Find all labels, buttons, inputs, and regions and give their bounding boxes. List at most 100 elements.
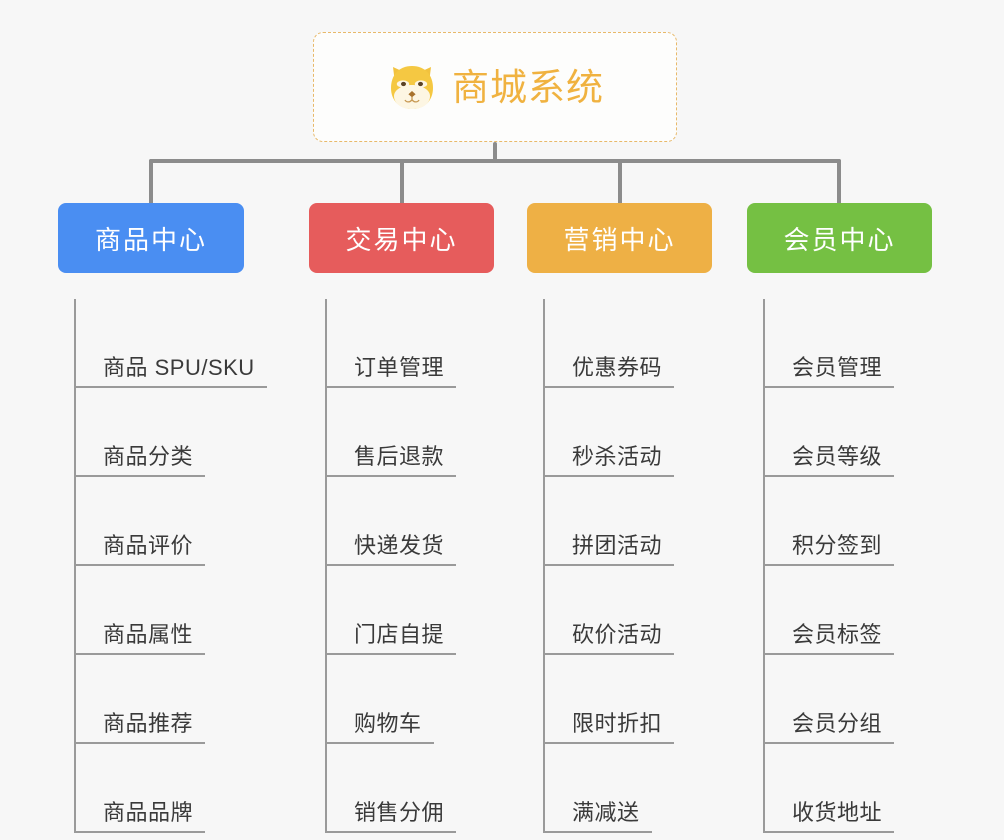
leaf-item-label: 秒杀活动 — [572, 444, 663, 469]
leaf-item[interactable]: 积分签到 — [763, 477, 932, 566]
category-header-3[interactable]: 会员中心 — [747, 203, 932, 273]
branch-column-0: 商品中心商品 SPU/SKU 商品分类商品评价商品属性商品推荐商品品牌 — [58, 203, 267, 833]
connector-drop-0 — [149, 159, 153, 205]
connector-drop-1 — [400, 159, 404, 205]
leaf-trunk-line — [543, 299, 545, 833]
leaf-item[interactable]: 砍价活动 — [543, 566, 712, 655]
leaf-item-label: 订单管理 — [354, 355, 445, 380]
leaf-item[interactable]: 优惠券码 — [543, 299, 712, 388]
leaf-item[interactable]: 会员等级 — [763, 388, 932, 477]
branch-column-2: 营销中心优惠券码秒杀活动拼团活动砍价活动限时折扣满减送 — [527, 203, 712, 833]
leaf-item-label: 商品属性 — [103, 622, 194, 647]
leaf-trunk-line — [325, 299, 327, 833]
leaf-item-label: 拼团活动 — [572, 533, 663, 558]
leaf-underline — [74, 475, 205, 477]
leaf-item-label: 销售分佣 — [354, 800, 445, 825]
leaf-item-label: 快递发货 — [354, 533, 445, 558]
leaf-underline — [763, 564, 894, 566]
leaf-item-label: 会员标签 — [792, 622, 883, 647]
leaf-underline — [543, 564, 674, 566]
leaf-item[interactable]: 商品评价 — [74, 477, 244, 566]
connector-horizontal-bus — [149, 159, 841, 163]
leaf-item[interactable]: 商品分类 — [74, 388, 244, 477]
leaf-trunk-line — [763, 299, 765, 833]
leaf-underline — [325, 831, 456, 833]
leaf-list-0: 商品 SPU/SKU 商品分类商品评价商品属性商品推荐商品品牌 — [58, 299, 267, 833]
leaf-item-label: 售后退款 — [354, 444, 445, 469]
leaf-item-label: 会员等级 — [792, 444, 883, 469]
connector-drop-3 — [837, 159, 841, 205]
leaf-item[interactable]: 销售分佣 — [325, 744, 494, 833]
leaf-item[interactable]: 满减送 — [543, 744, 712, 833]
leaf-underline — [325, 386, 456, 388]
leaf-item-label: 砍价活动 — [572, 622, 663, 647]
leaf-underline — [543, 386, 674, 388]
leaf-underline — [543, 475, 674, 477]
leaf-item[interactable]: 会员管理 — [763, 299, 932, 388]
leaf-item[interactable]: 拼团活动 — [543, 477, 712, 566]
leaf-item[interactable]: 购物车 — [325, 655, 494, 744]
root-title: 商城系统 — [452, 66, 604, 108]
leaf-underline — [74, 742, 205, 744]
leaf-item[interactable]: 门店自提 — [325, 566, 494, 655]
root-node[interactable]: 商城系统 — [313, 32, 677, 142]
category-title: 会员中心 — [783, 224, 896, 255]
leaf-item-label: 商品推荐 — [103, 711, 194, 736]
leaf-item-label: 商品 SPU/SKU — [103, 355, 255, 380]
leaf-item[interactable]: 快递发货 — [325, 477, 494, 566]
leaf-underline — [763, 742, 894, 744]
leaf-underline — [543, 831, 652, 833]
category-title: 商品中心 — [94, 224, 207, 255]
leaf-underline — [763, 475, 894, 477]
leaf-item-label: 门店自提 — [354, 622, 445, 647]
leaf-item-label: 满减送 — [572, 800, 640, 825]
leaf-underline — [763, 386, 894, 388]
leaf-item-label: 收货地址 — [792, 800, 883, 825]
leaf-item-label: 商品分类 — [103, 444, 194, 469]
leaf-underline — [763, 831, 894, 833]
category-header-1[interactable]: 交易中心 — [309, 203, 494, 273]
leaf-item-label: 会员管理 — [792, 355, 883, 380]
category-header-0[interactable]: 商品中心 — [58, 203, 244, 273]
leaf-item-label: 购物车 — [354, 711, 422, 736]
leaf-item[interactable]: 会员标签 — [763, 566, 932, 655]
leaf-item-label: 限时折扣 — [572, 711, 663, 736]
leaf-item-label: 会员分组 — [792, 711, 883, 736]
leaf-underline — [74, 653, 205, 655]
branch-column-3: 会员中心会员管理会员等级积分签到会员标签会员分组收货地址 — [747, 203, 932, 833]
leaf-item[interactable]: 订单管理 — [325, 299, 494, 388]
category-title: 交易中心 — [345, 224, 458, 255]
leaf-item-label: 商品评价 — [103, 533, 194, 558]
leaf-underline — [74, 386, 267, 388]
leaf-item[interactable]: 收货地址 — [763, 744, 932, 833]
leaf-underline — [325, 564, 456, 566]
leaf-underline — [763, 653, 894, 655]
leaf-item[interactable]: 商品推荐 — [74, 655, 244, 744]
leaf-item[interactable]: 商品品牌 — [74, 744, 244, 833]
leaf-underline — [543, 653, 674, 655]
leaf-item-label: 积分签到 — [792, 533, 883, 558]
leaf-underline — [74, 564, 205, 566]
connector-root-stem — [493, 142, 497, 162]
leaf-item[interactable]: 秒杀活动 — [543, 388, 712, 477]
leaf-list-3: 会员管理会员等级积分签到会员标签会员分组收货地址 — [747, 299, 932, 833]
leaf-item-label: 优惠券码 — [572, 355, 663, 380]
leaf-underline — [325, 653, 456, 655]
leaf-item[interactable]: 商品 SPU/SKU — [74, 299, 267, 388]
category-header-2[interactable]: 营销中心 — [527, 203, 712, 273]
leaf-item[interactable]: 会员分组 — [763, 655, 932, 744]
leaf-item[interactable]: 限时折扣 — [543, 655, 712, 744]
connector-drop-2 — [618, 159, 622, 205]
leaf-list-2: 优惠券码秒杀活动拼团活动砍价活动限时折扣满减送 — [527, 299, 712, 833]
leaf-item[interactable]: 商品属性 — [74, 566, 244, 655]
leaf-underline — [325, 742, 434, 744]
branch-column-1: 交易中心订单管理售后退款快递发货门店自提购物车销售分佣 — [309, 203, 494, 833]
shiba-dog-face-icon — [386, 61, 438, 113]
leaf-item-label: 商品品牌 — [103, 800, 194, 825]
leaf-underline — [74, 831, 205, 833]
leaf-item[interactable]: 售后退款 — [325, 388, 494, 477]
leaf-list-1: 订单管理售后退款快递发货门店自提购物车销售分佣 — [309, 299, 494, 833]
leaf-trunk-line — [74, 299, 76, 833]
leaf-underline — [325, 475, 456, 477]
